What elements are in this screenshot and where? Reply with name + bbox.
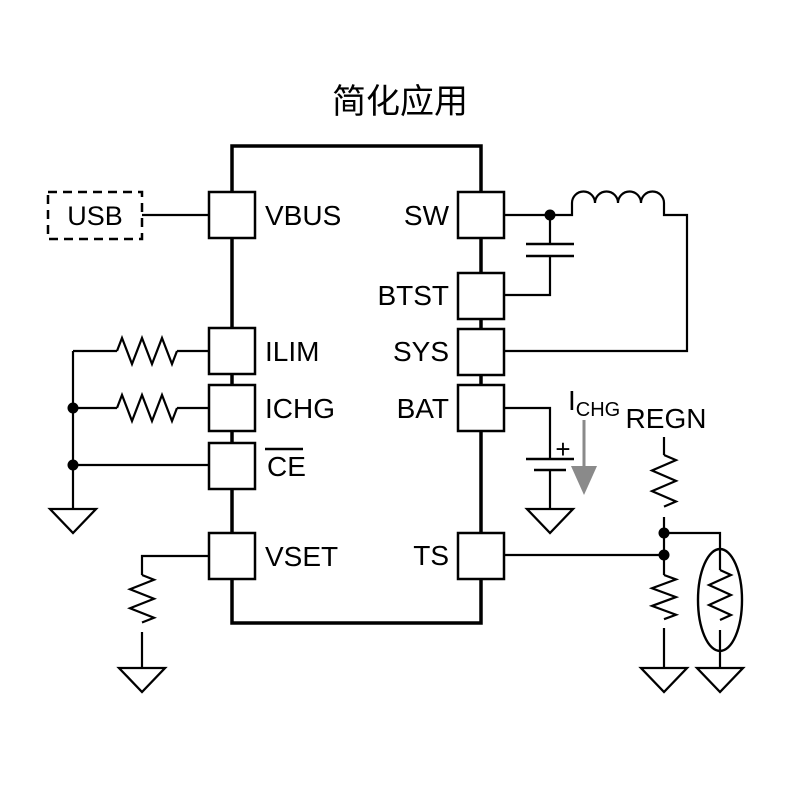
pin-ce-square	[207, 441, 257, 491]
pin-vbus-label: VBUS	[265, 200, 341, 231]
pin-vset-square	[207, 531, 257, 581]
ground-icon-battery	[524, 507, 576, 535]
wire-bat-cap	[504, 406, 552, 509]
pin-vset-label: VSET	[265, 541, 338, 572]
pin-sw-label: SW	[404, 200, 450, 231]
junction-dot-regn	[658, 527, 670, 539]
resistor-ts-icon	[648, 573, 680, 621]
battery-capacitor-icon	[526, 457, 574, 472]
pin-bat-square	[456, 383, 506, 433]
usb-label: USB	[67, 201, 123, 231]
charge-current-subscript: CHG	[576, 399, 620, 421]
pin-ichg-square	[207, 383, 257, 433]
bootstrap-capacitor-icon	[526, 242, 574, 258]
inductor-icon	[570, 190, 666, 204]
junction-dot-ce	[67, 459, 79, 471]
ground-icon-ts	[638, 666, 690, 694]
usb-box	[46, 190, 144, 241]
junction-dot-ts	[658, 549, 670, 561]
pin-btst-label: BTST	[377, 280, 449, 311]
ground-icon-left-bus	[47, 507, 99, 535]
junction-dot-sw	[544, 209, 556, 221]
wire-vset	[140, 554, 209, 668]
battery-plus-label: +	[555, 434, 570, 464]
resistor-ilim-icon	[115, 334, 179, 368]
ground-icon-thermistor	[694, 666, 746, 694]
thermistor-icon	[696, 547, 744, 653]
pin-ts-square	[456, 531, 506, 581]
pin-bat-label: BAT	[397, 393, 449, 424]
wire-sw-node	[504, 203, 574, 217]
pin-ts-label: TS	[413, 540, 449, 571]
pin-ichg-label: ICHG	[265, 393, 335, 424]
charge-current-label: ICHG	[568, 385, 620, 421]
junction-dot-ichg	[67, 402, 79, 414]
pin-sys-square	[456, 327, 506, 377]
charge-current-arrow-icon	[571, 420, 597, 495]
pin-ce-label: CE	[267, 451, 306, 482]
wire-inductor-sys	[504, 203, 689, 353]
resistor-ichg-icon	[115, 391, 179, 425]
pin-sys-label: SYS	[393, 336, 449, 367]
page-title: 简化应用	[332, 82, 468, 122]
resistor-regn-icon	[649, 453, 679, 508]
pin-ilim-square	[207, 326, 257, 376]
pin-sw-square	[456, 190, 506, 240]
wire-group	[71, 203, 722, 668]
pin-ilim-label: ILIM	[265, 336, 319, 367]
ground-icon-vset	[116, 666, 168, 694]
pin-btst-square	[456, 271, 506, 321]
regn-label: REGN	[626, 403, 707, 434]
pin-vbus-square	[207, 190, 257, 240]
resistor-vset-icon	[127, 573, 157, 624]
charge-current-symbol: I	[568, 385, 576, 416]
